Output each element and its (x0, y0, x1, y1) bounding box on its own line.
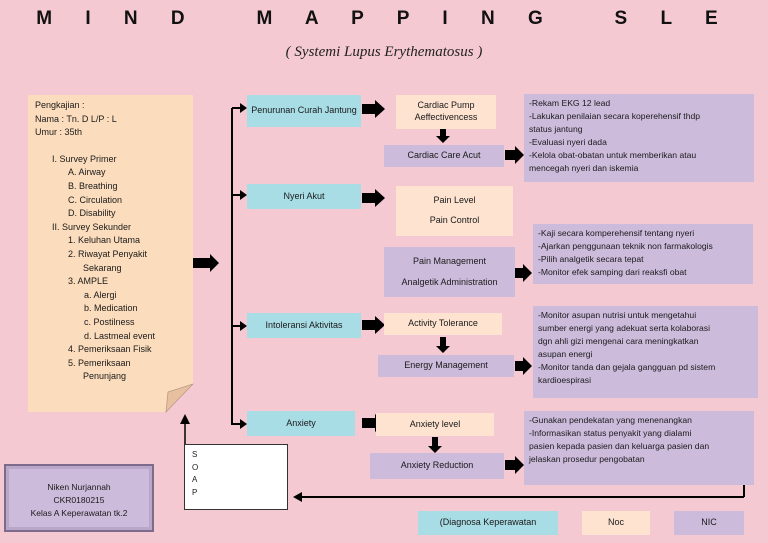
assessment-line: Sekarang (83, 262, 122, 273)
author-name: Niken Nurjannah (47, 482, 111, 492)
assessment-note: Pengkajian : Nama : Tn. D L/P : L Umur :… (28, 95, 193, 412)
nic-box-1: -Rekam EKG 12 lead -Lakukan penilaian se… (524, 94, 754, 182)
page-subtitle: ( Systemi Lupus Erythematosus ) (285, 44, 483, 60)
action-line: Pain Management (412, 255, 487, 266)
nic-line: -Kaji secara komperehensif tentang nyeri (538, 228, 695, 238)
nic-box-2: -Kaji secara komperehensif tentang nyeri… (533, 224, 753, 284)
assessment-line: a. Alergi (84, 289, 117, 300)
assessment-line: d. Lastmeal event (84, 330, 156, 341)
noc-activity-tolerance: Activity Tolerance (384, 313, 502, 335)
author-box: Niken Nurjannah CKR0180215 Kelas A Keper… (4, 464, 154, 532)
assessment-line: I. Survey Primer (52, 153, 117, 164)
action-energy-management: Energy Management (378, 355, 514, 377)
soap-box: S O A P (184, 444, 288, 510)
block-arrow-main (193, 254, 219, 272)
soap-a: A (192, 475, 198, 484)
assessment-line: 3. AMPLE (68, 276, 109, 287)
diagnosis-nyeri-akut: Nyeri Akut (247, 184, 361, 209)
legend-diagnosis: (Diagnosa Keperawatan (418, 511, 558, 535)
diagnosis-anxiety: Anxiety (247, 411, 355, 436)
block-arrows (193, 100, 532, 474)
soap-s: S (192, 450, 198, 459)
assessment-line: Penunjang (83, 371, 127, 382)
action-pain-management: Pain Management Analgetik Administration (384, 247, 515, 297)
assessment-line: D. Disability (68, 208, 116, 219)
noc-line: Cardiac Pump (417, 100, 475, 111)
nic-line: -Monitor efek samping dari reaksfi obat (538, 267, 687, 278)
noc-line: Pain Level (433, 195, 476, 206)
soap-o: O (192, 462, 199, 472)
assessment-line: b. Medication (84, 303, 138, 314)
action-cardiac-care: Cardiac Care Acut (384, 145, 504, 167)
assessment-line: Nama : Tn. D L/P : L (35, 113, 117, 124)
nic-line: -Monitor tanda dan gejala gangguan pd si… (538, 362, 716, 373)
assessment-line: 1. Keluhan Utama (68, 235, 141, 246)
assessment-line: C. Circulation (68, 194, 123, 205)
nic-line: -Monitor asupan nutrisi untuk mengetahui (538, 310, 697, 320)
noc-line: Pain Control (429, 215, 480, 225)
noc-anxiety-level: Anxiety level (376, 413, 494, 436)
legend-nic: NIC (674, 511, 744, 535)
noc-pain: Pain Level Pain Control (396, 186, 513, 236)
assessment-line: II. Survey Sekunder (52, 221, 132, 232)
action-line: Analgetik Administration (401, 276, 498, 287)
assessment-line: Umur : 35th (35, 127, 83, 138)
action-anxiety-reduction: Anxiety Reduction (370, 453, 504, 479)
page-title: M I N D M A P P I N G S L E (36, 8, 732, 29)
nic-line: asupan energi (538, 349, 593, 360)
nic-box-4: -Gunakan pendekatan yang menenangkan -In… (524, 411, 754, 485)
author-class: Kelas A Keperawatan tk.2 (30, 508, 128, 518)
nic-line: dgn ahli gizi mengenai cara meningkatkan (538, 336, 699, 347)
diagnosis-intoleransi-aktivitas: Intoleransi Aktivitas (247, 313, 361, 338)
nic-line: -Ajarkan penggunaan teknik non farmakolo… (538, 241, 713, 252)
assessment-line: 4. Pemeriksaan Fisik (68, 344, 152, 355)
nic-line: -Gunakan pendekatan yang menenangkan (529, 415, 692, 425)
nic-box-3: -Monitor asupan nutrisi untuk mengetahui… (533, 306, 758, 398)
nic-line: jelaskan prosedur pengobatan (529, 454, 645, 465)
nic-line: -Pilih analgetik secara tepat (538, 254, 644, 265)
author-nim: CKR0180215 (53, 495, 105, 505)
assessment-line: c. Postilness (84, 316, 135, 327)
nic-line: sumber energi yang adekuat serta kolabor… (538, 323, 710, 334)
nic-line: -Lakukan penilaian secara koperehensif t… (529, 111, 701, 122)
assessment-line: A. Airway (68, 167, 106, 178)
nic-line: -Kelola obat-obatan untuk memberikan ata… (529, 150, 697, 161)
nic-line: -Informasikan status penyakit yang diala… (529, 428, 692, 439)
nic-line: -Rekam EKG 12 lead (529, 98, 611, 108)
noc-cardiac-pump: Cardiac Pump Aeffectivencess (396, 95, 496, 129)
assessment-line: 2. Riwayat Penyakit (68, 248, 148, 259)
assessment-line: 5. Pemeriksaan (68, 357, 131, 368)
noc-line: Aeffectivencess (414, 112, 478, 122)
nic-line: pasien kepada pasien dan keluarga pasien… (529, 441, 710, 452)
assessment-line: Pengkajian : (35, 100, 85, 110)
assessment-line: B. Breathing (68, 180, 118, 191)
nic-line: status jantung (529, 124, 583, 135)
nic-line: mencegah nyeri dan iskemia (529, 163, 639, 174)
nic-line: -Evaluasi nyeri dada (529, 137, 607, 148)
soap-p: P (192, 487, 198, 497)
diagnosis-curah-jantung: Penurunan Curah Jantung (247, 95, 361, 127)
legend-noc: Noc (582, 511, 650, 535)
nic-line: kardioespirasi (538, 375, 592, 386)
